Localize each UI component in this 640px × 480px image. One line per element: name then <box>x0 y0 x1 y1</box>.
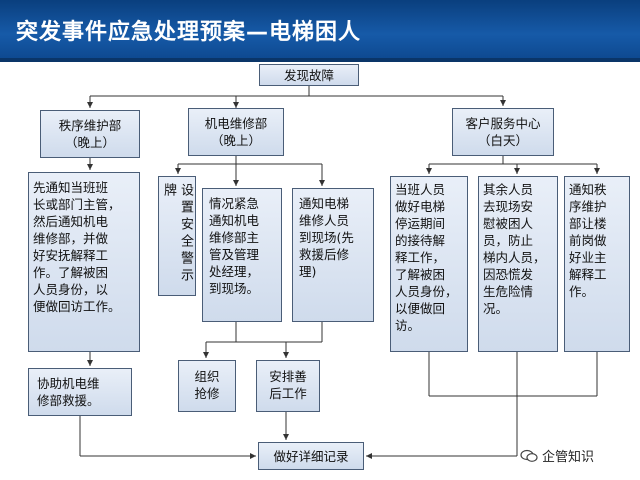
node-aftermath: 安排善 后工作 <box>256 360 320 412</box>
node-notify-manager: 情况紧急 通知机电 维修部主 管及管理 处经理， 到现场。 <box>202 188 282 322</box>
node-record: 做好详细记录 <box>258 442 364 470</box>
node-notify-repair-staff: 通知电梯 维修人员 到现场(先 救援后修 理) <box>292 188 374 322</box>
node-security-action: 先通知当班班 长或部门主管， 然后通知机电 维修部，并做 好安抚解释工 作。了解… <box>28 172 140 352</box>
page-title: 突发事件应急处理预案—电梯困人 <box>16 20 362 45</box>
node-service-staff: 当班人员 做好电梯 停运期间 的接待解 释工作， 了解被困 人员身份， 以便做回… <box>390 176 468 352</box>
node-root: 发现故障 <box>259 64 359 86</box>
node-organize-repair: 组织 抢修 <box>178 360 236 412</box>
node-service-others: 其余人员 去现场安 慰被困人 员，防止 梯内人员， 因恐慌发 生危险情 况。 <box>478 176 558 352</box>
node-service-center: 客户服务中心 （白天） <box>452 108 554 156</box>
node-security-dept: 秩序维护部 （晚上） <box>40 110 140 158</box>
wechat-icon <box>520 449 538 462</box>
title-bar <box>0 0 640 62</box>
node-service-notify: 通知秩 序维护 部让楼 前岗做 好业主 解释工 作。 <box>564 176 630 352</box>
title-stripe <box>0 58 640 62</box>
watermark: 企管知识 <box>520 446 594 465</box>
watermark-text: 企管知识 <box>542 450 595 465</box>
node-security-assist: 协助机电维 修部救援。 <box>28 368 132 416</box>
node-mep-dept: 机电维修部 （晚上） <box>188 108 284 156</box>
node-warning-sign: 设置安全警示牌 <box>158 176 196 296</box>
